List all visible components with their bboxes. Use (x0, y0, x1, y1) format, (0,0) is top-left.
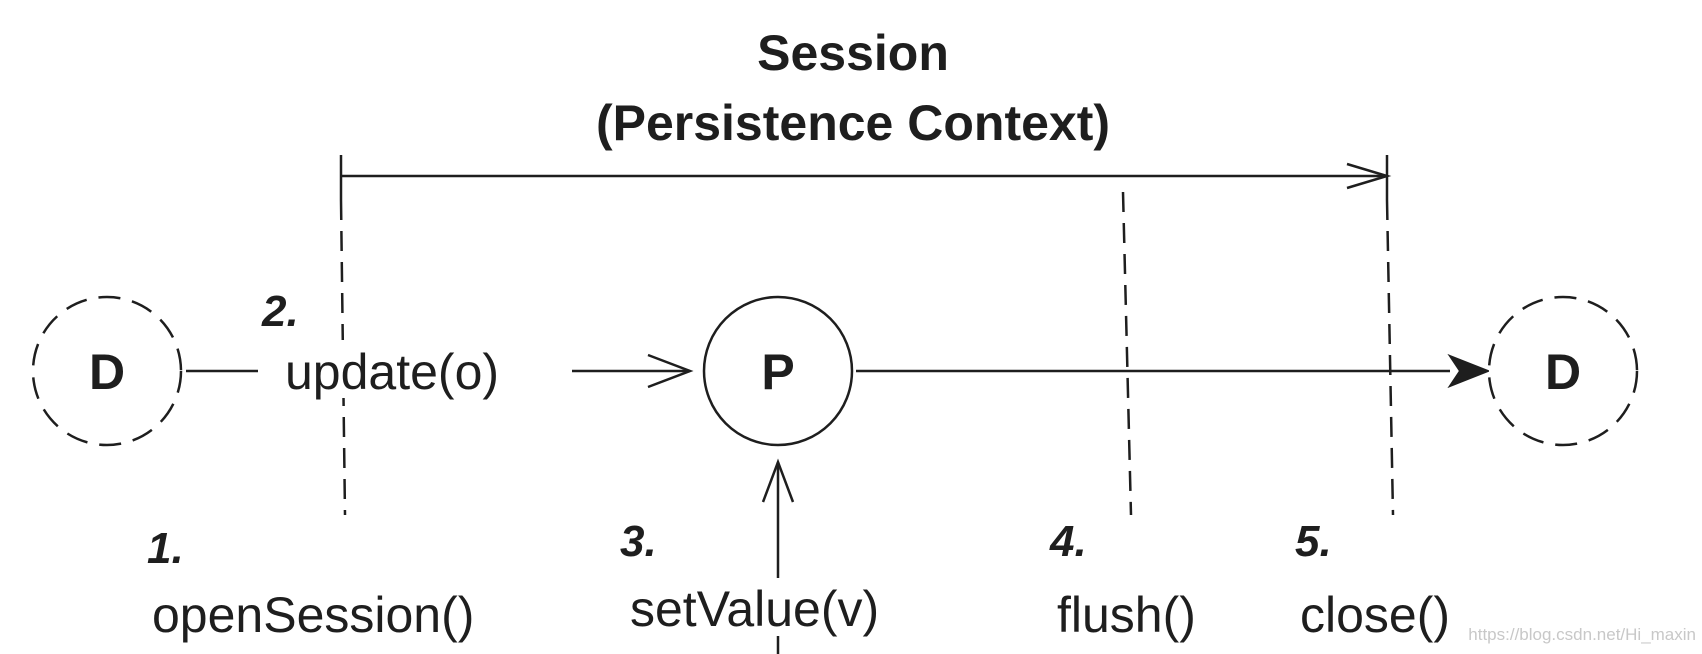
step1-call: openSession() (152, 587, 474, 643)
setvalue-arrowhead (761, 458, 795, 503)
flow-arrowhead-to-detached (1447, 353, 1491, 389)
step4-boundary-dashed-line (1121, 191, 1133, 516)
flow-arrowhead-to-persistent (647, 353, 694, 389)
step2-call: update(o) (285, 344, 499, 400)
detached-end-label: D (1545, 344, 1581, 400)
persistent-label: P (761, 344, 794, 400)
node-detached-end: D (1487, 295, 1639, 447)
step5-number: 5. (1295, 517, 1332, 566)
diagram-title-line2: (Persistence Context) (596, 95, 1110, 151)
watermark-text: https://blog.csdn.net/Hi_maxin (1468, 625, 1696, 644)
step5-call: close() (1300, 587, 1450, 643)
session-span-arrowhead (1346, 162, 1392, 190)
detached-start-label: D (89, 344, 125, 400)
step2-label-background (272, 340, 548, 398)
step4-number: 4. (1049, 517, 1087, 566)
step5-boundary-dashed-line (1385, 199, 1395, 516)
diagram-title-line1: Session (757, 25, 949, 81)
node-persistent: P (702, 295, 854, 447)
step3-number: 3. (620, 517, 657, 566)
detached-end-circle (1487, 295, 1639, 447)
step2-number: 2. (261, 287, 299, 336)
session-span-bracket (339, 155, 1392, 200)
step3-label-background (625, 578, 930, 636)
step3-call: setValue(v) (630, 581, 879, 637)
detached-start-circle (31, 295, 183, 447)
step4-call: flush() (1057, 587, 1196, 643)
node-detached-start: D (31, 295, 183, 447)
step1-number: 1. (147, 524, 184, 573)
persistent-circle (702, 295, 854, 447)
